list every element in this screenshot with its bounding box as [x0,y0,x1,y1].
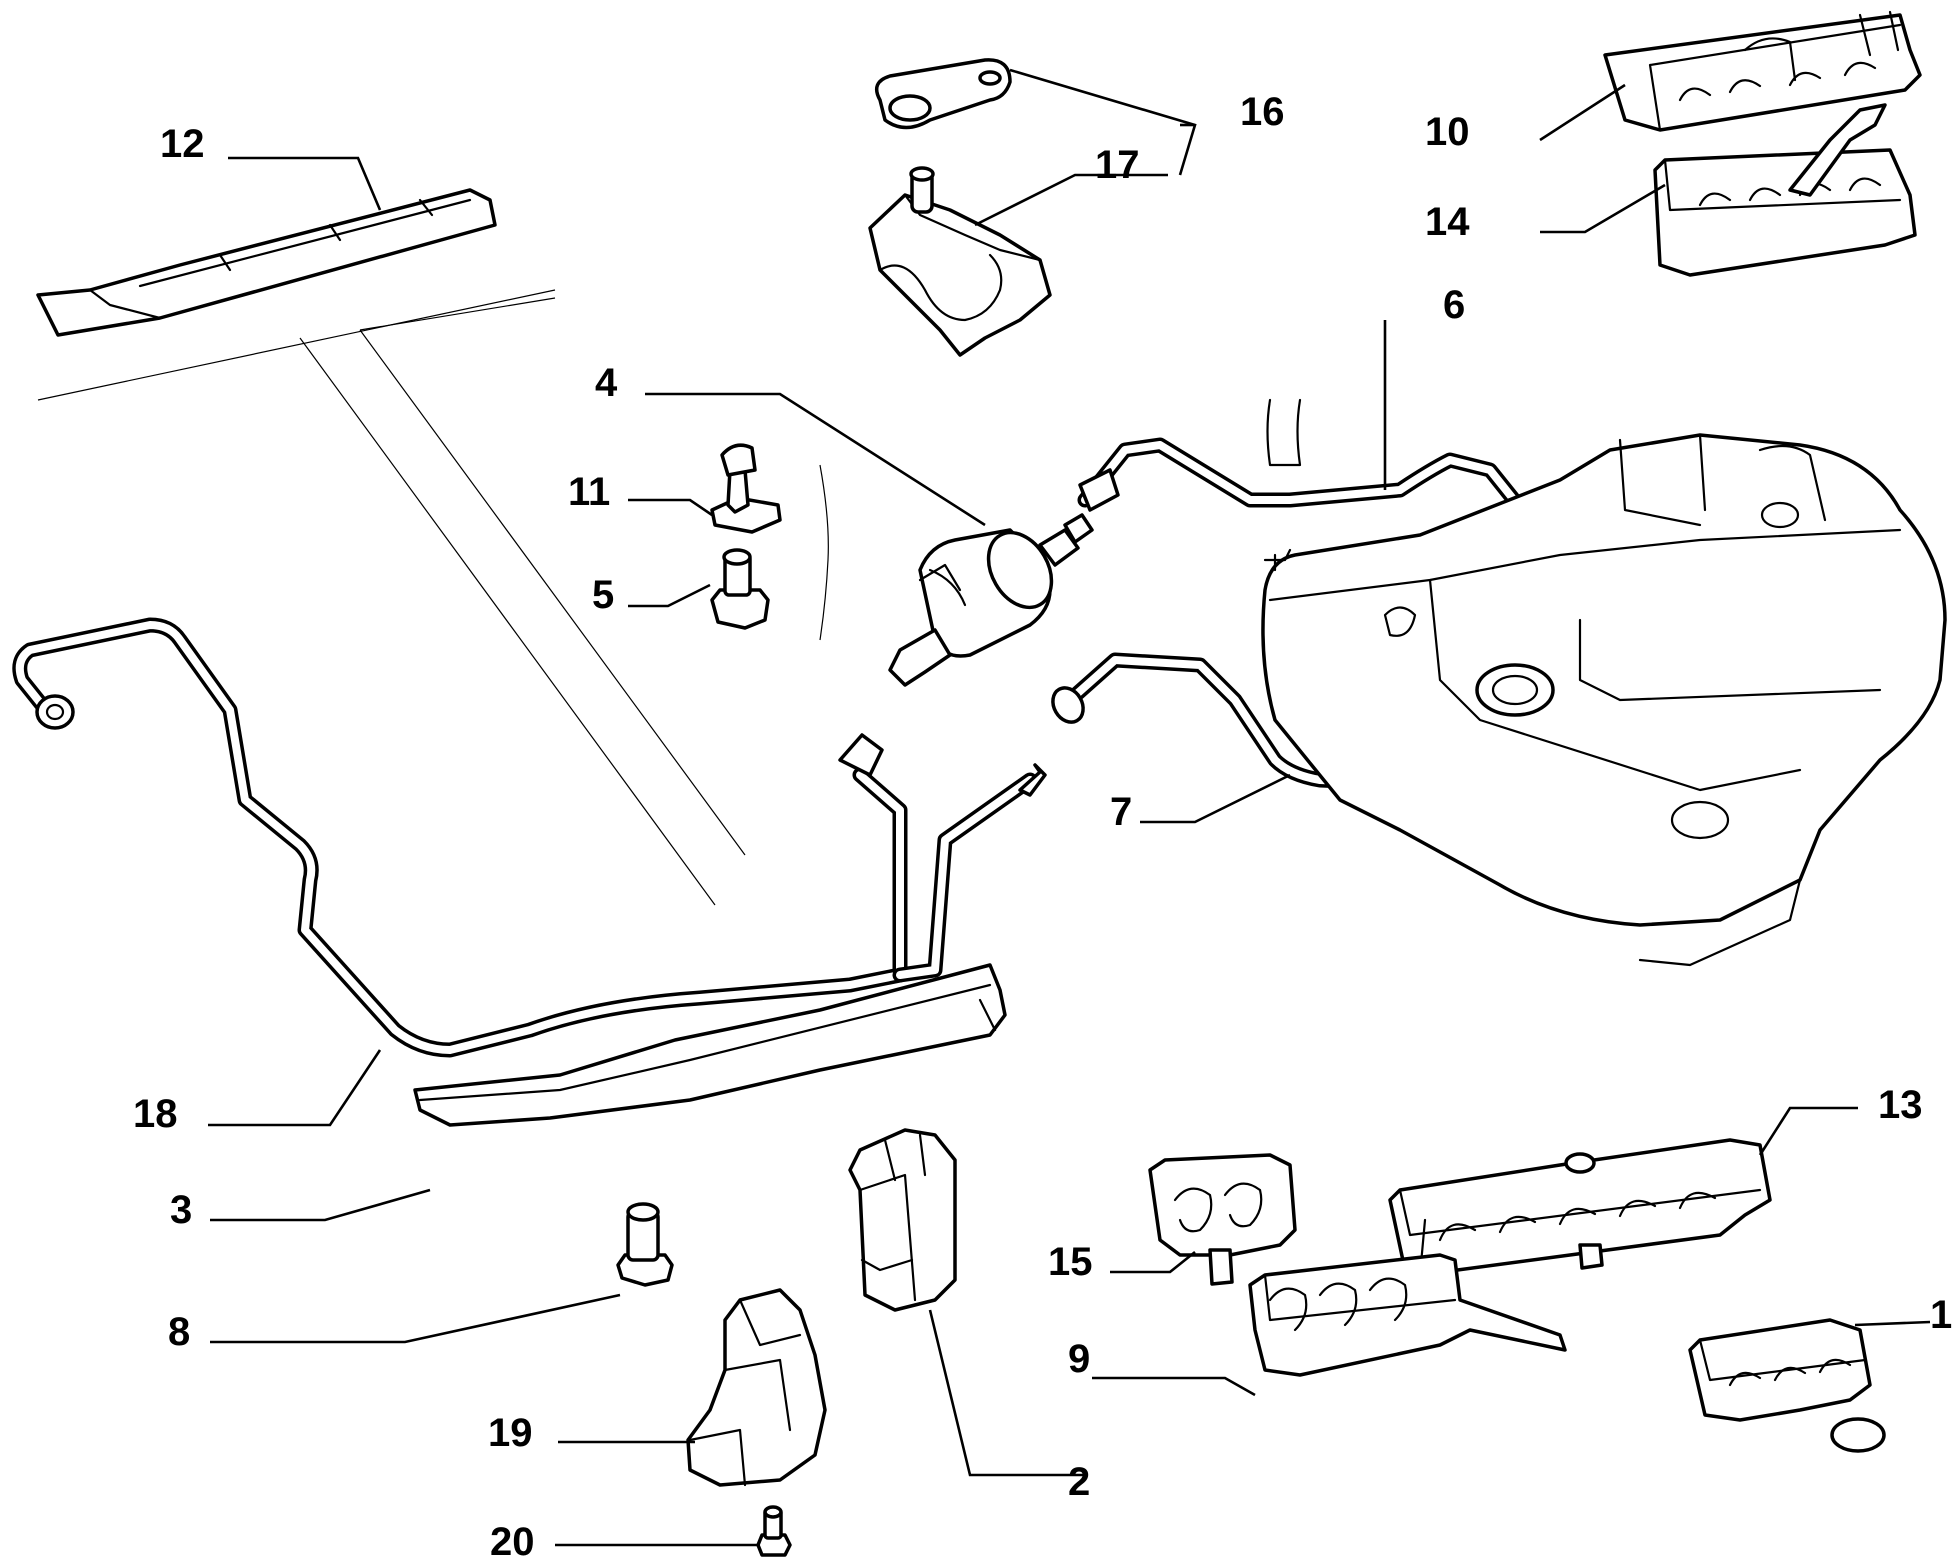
callout-8: 8 [168,1310,190,1354]
part-10-multi-clip [1603,10,1922,132]
callout-14: 14 [1425,200,1470,244]
callout-12: 12 [160,122,205,166]
callout-20: 20 [490,1520,535,1559]
part-4-fuel-filter [888,513,1094,687]
part-8-bolt [616,1202,674,1287]
part-11-bolt [710,443,782,534]
callout-9: 9 [1068,1337,1090,1381]
part-16-bracket [874,58,1012,130]
part-13-multi-clip [1388,1138,1772,1277]
part-3-sill-strip [413,963,1007,1127]
callout-5: 5 [592,573,614,617]
part-14-multi-clip [1653,103,1917,277]
callout-1: 1 [1930,1293,1952,1337]
callout-7: 7 [1110,790,1132,834]
part-12-trim-strip [36,188,497,337]
callout-3: 3 [170,1188,192,1232]
callout-4: 4 [595,361,618,405]
fuel-tank [1261,398,1947,967]
part-5-bolt [710,548,770,630]
callout-2: 2 [1068,1460,1090,1504]
leader-lines [208,68,1931,1547]
callout-labels: 12 16 17 10 14 6 4 11 5 7 18 3 8 2 19 20… [133,90,1952,1559]
part-1-triple-clip [1688,1318,1886,1453]
callout-6: 6 [1443,283,1465,327]
part-18-fuel-line [12,617,1047,1058]
callout-17: 17 [1095,143,1140,187]
part-19-holder [686,1288,827,1487]
part-17-clamp [868,166,1052,357]
callout-15: 15 [1048,1240,1093,1284]
part-20-screw [756,1505,792,1557]
callout-10: 10 [1425,110,1470,154]
vehicle-outline [37,289,829,906]
callout-11: 11 [568,470,610,514]
callout-18: 18 [133,1092,178,1136]
callout-19: 19 [488,1411,533,1455]
part-9-clip-arm [1248,1253,1567,1377]
callout-13: 13 [1878,1083,1923,1127]
part-15-double-clip [1148,1153,1297,1286]
callout-16: 16 [1240,90,1285,134]
part-2-bracket-clip [848,1128,957,1312]
